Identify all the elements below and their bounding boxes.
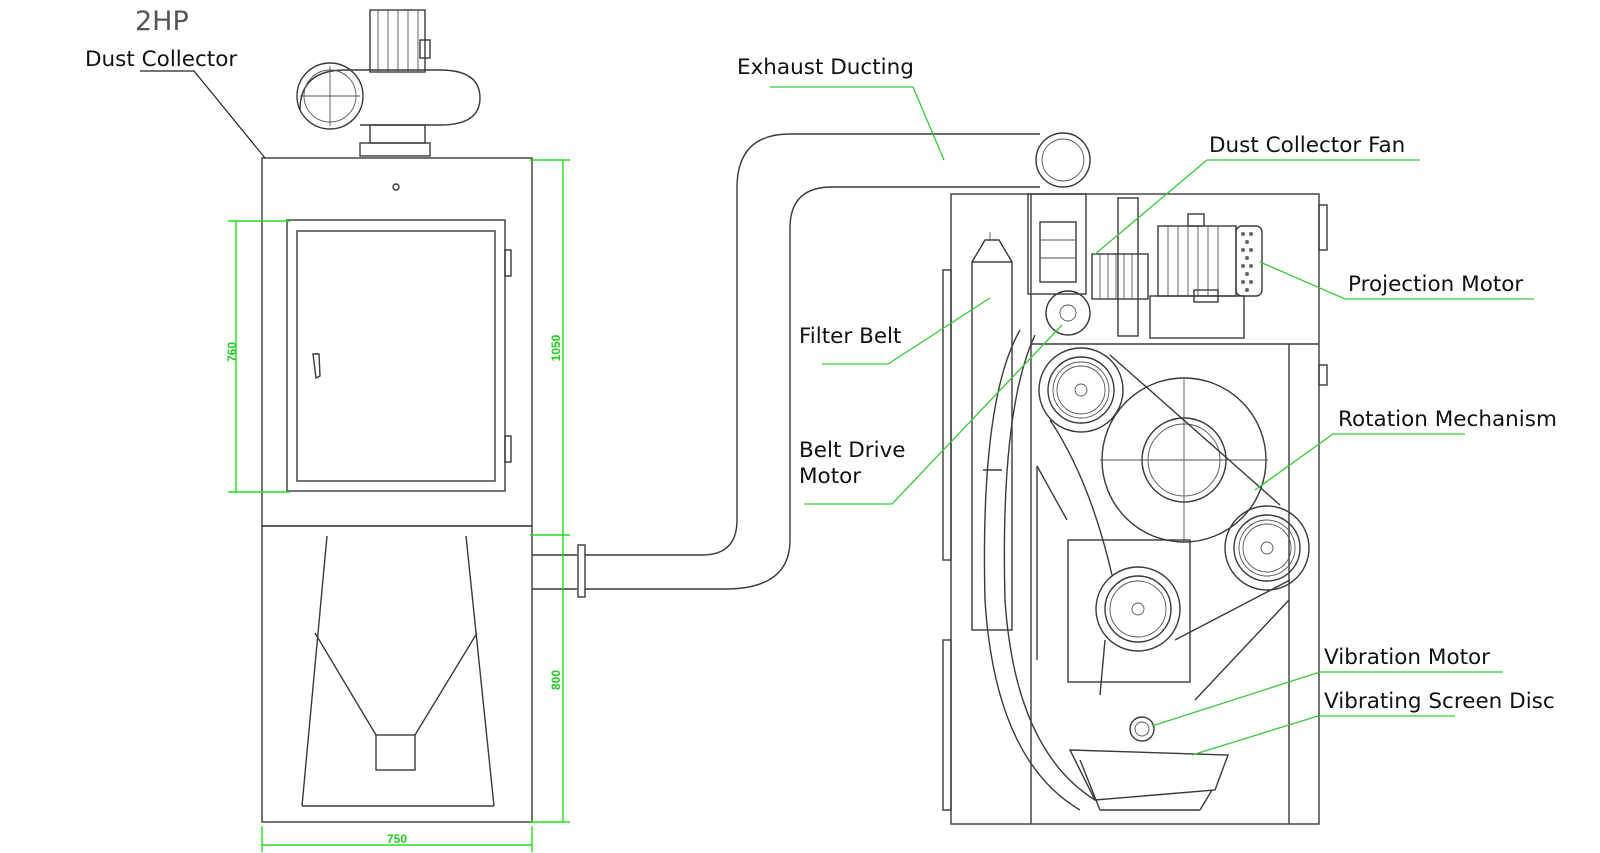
dust-collector-fan-label: Dust Collector Fan: [1209, 133, 1405, 158]
vibrating-screen-disc-label: Vibrating Screen Disc: [1324, 689, 1555, 714]
belt-drive-motor-label-line1: Belt Drive: [799, 438, 906, 463]
dust-collector-label: Dust Collector: [85, 47, 237, 72]
rotation-mechanism-label: Rotation Mechanism: [1338, 407, 1557, 432]
dimension-760: 760: [225, 342, 239, 362]
leader-lines: [140, 70, 1534, 756]
dimension-lines: [228, 159, 570, 852]
exhaust-duct: [585, 132, 1091, 590]
exhaust-ducting-label: Exhaust Ducting: [737, 55, 914, 80]
filter-belt-label: Filter Belt: [799, 324, 901, 349]
dimension-1050: 1050: [549, 334, 563, 361]
belt-drive-motor-label-line2: Motor: [799, 464, 861, 489]
dimension-800: 800: [549, 670, 563, 690]
hp-label: 2HP: [135, 6, 189, 37]
projection-motor-label: Projection Motor: [1348, 272, 1523, 297]
dimension-750: 750: [387, 832, 407, 846]
dust-collector-unit: [261, 9, 586, 823]
blasting-machine: [942, 193, 1328, 825]
vibration-motor-label: Vibration Motor: [1324, 645, 1490, 670]
